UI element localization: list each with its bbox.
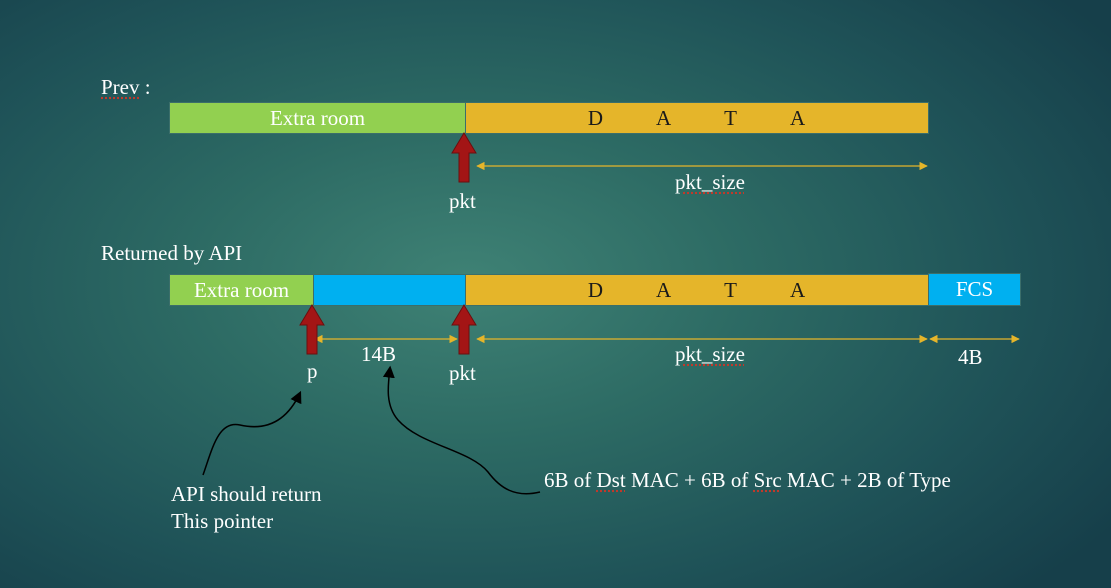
- api-note-line2: This pointer: [171, 509, 274, 533]
- prev-title: Prev :: [101, 75, 151, 100]
- header-desc-part: MAC + 6B of: [625, 468, 754, 492]
- returned-pkt-label: pkt: [449, 361, 476, 385]
- header-desc-part: MAC + 2B of Type: [781, 468, 951, 492]
- returned-data-letter: A: [656, 277, 673, 302]
- prev-pkt-pointer-arrow: [451, 132, 477, 183]
- prev-title-word: Prev: [101, 75, 140, 99]
- prev-pkt-size-text: pkt_size: [675, 170, 745, 194]
- returned-pkt-size-text: pkt_size: [675, 342, 745, 366]
- fcs-size-label: 4B: [958, 345, 983, 369]
- returned-data-letters: D A T A: [588, 278, 806, 303]
- header-description: 6B of Dst MAC + 6B of Src MAC + 2B of Ty…: [544, 468, 951, 493]
- returned-data-letter: A: [790, 277, 807, 302]
- prev-data-letter: A: [656, 105, 673, 130]
- ethernet-header-segment: [313, 274, 466, 306]
- header-note-connector-arrow: [382, 365, 541, 495]
- api-note-connector-arrow: [202, 390, 302, 476]
- p-pointer-label: p: [307, 359, 318, 383]
- api-note-line1: API should return: [171, 482, 322, 506]
- fcs-label: FCS: [955, 277, 994, 301]
- returned-extra-room-segment: Extra room: [169, 274, 314, 306]
- prev-pkt-size-label: pkt_size: [675, 170, 745, 195]
- prev-data-letters: D A T A: [588, 106, 806, 131]
- returned-data-segment: D A T A: [465, 274, 929, 306]
- returned-pkt-size-label: pkt_size: [675, 342, 745, 367]
- prev-data-letter: T: [724, 105, 738, 130]
- header-desc-part: 6B of: [544, 468, 597, 492]
- returned-title: Returned by API: [101, 241, 243, 265]
- returned-data-letter: T: [724, 277, 738, 302]
- returned-extra-room-label: Extra room: [193, 277, 290, 302]
- header-size-label: 14B: [361, 342, 397, 366]
- fcs-segment: FCS: [928, 273, 1021, 306]
- header-desc-dst: Dst: [596, 468, 626, 492]
- prev-title-colon: :: [139, 75, 151, 99]
- prev-data-letter: D: [587, 105, 604, 130]
- prev-pkt-label: pkt: [449, 189, 476, 213]
- returned-data-letter: D: [587, 277, 604, 302]
- p-pointer-arrow: [299, 304, 325, 355]
- returned-pkt-pointer-arrow: [451, 304, 477, 355]
- prev-data-letter: A: [790, 105, 807, 130]
- header-desc-src: Src: [753, 468, 782, 492]
- prev-extra-room-segment: Extra room: [169, 102, 466, 134]
- prev-data-segment: D A T A: [465, 102, 929, 134]
- prev-extra-room-label: Extra room: [269, 105, 366, 130]
